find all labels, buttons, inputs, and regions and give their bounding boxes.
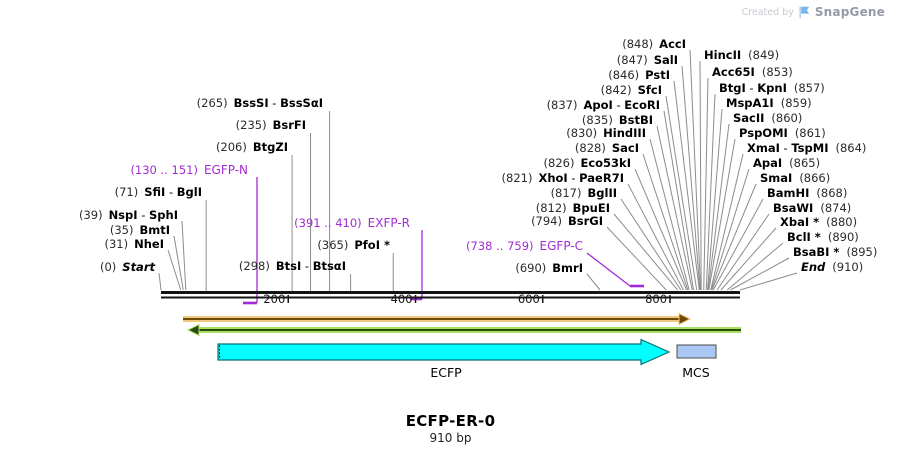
snapgene-logo-icon [799,6,810,18]
mcs-feature-label: MCS [682,365,710,380]
sequence-line-top [161,291,740,294]
site-leader-line [627,183,684,291]
restriction-site-label: (71)SfiI - BglI [114,185,202,199]
restriction-site-label: (31)NheI [104,237,165,251]
restriction-site-label: Acc65I(853) [712,65,793,79]
site-leader-line [613,213,679,291]
site-leader-line [710,168,750,291]
site-leader-line [665,95,698,291]
site-leader-line [708,138,736,291]
site-leader-line [707,123,730,291]
site-leader-line [642,153,689,291]
site-leader-line [649,138,690,291]
restriction-site-label: (817)BglII [550,186,617,200]
restriction-site-label: BtgI - KpnI(857) [719,81,825,95]
restriction-site-label: (206)BtgZI [215,140,288,154]
site-leader-line [681,65,701,291]
snapgene-watermark: Created by SnapGene [742,5,885,19]
restriction-site-label: ApaI(865) [753,156,821,170]
restriction-site-label: HincII(849) [704,48,780,62]
site-leader-line [586,273,601,291]
site-leader-line [606,226,667,291]
ecfp-feature-label: ECFP [430,365,462,380]
site-leader-line [634,168,688,291]
primer-label: (130 .. 151)EGFP-N [130,163,248,177]
orf-arrow-reverse-head [186,323,200,337]
site-leader-line [181,220,187,291]
watermark-brand: SnapGene [814,5,885,19]
restriction-site-label: (835)BstBI [581,113,653,127]
site-leader-line [705,93,716,291]
restriction-site-label: (837)ApoI - EcoRI [546,98,660,112]
tick-label: 600 [517,292,540,306]
site-leader-line [673,80,700,291]
restriction-site-label: (842)SfcI [600,83,662,97]
site-leader-line [663,110,695,291]
site-leader-line [716,213,770,291]
site-leader-line [730,257,790,291]
restriction-site-label: XbaI *(880) [780,215,858,229]
restriction-site-label: (0)Start [99,260,155,274]
tick-label: 400 [390,292,413,306]
site-leader-line [158,272,162,291]
restriction-site-label: (812)BpuEI [535,201,610,215]
restriction-site-label: (35)BmtI [109,223,170,237]
primer-label: (738 .. 759)EGFP-C [466,239,583,253]
restriction-site-label: (265)BssSI - BssSαI [196,96,323,110]
restriction-site-label: (690)BmrI [515,261,583,275]
restriction-site-label: (794)BsrGI [531,214,603,228]
site-leader-line [620,198,682,291]
restriction-site-label: SmaI(866) [760,171,831,185]
restriction-site-label: BsaWI(874) [773,201,852,215]
site-leader-line [710,153,744,291]
site-leader-line [689,49,702,291]
site-leader-line [707,108,723,291]
site-leader-line [173,235,184,291]
restriction-site-label: (826)Eco53kI [543,156,631,170]
site-leader-line [712,198,764,291]
restriction-site-label: MspA1I(859) [726,96,812,110]
restriction-site-label: SacII(860) [733,111,803,125]
primer-label: (391 .. 410)EXFP-R [294,216,410,230]
site-leader-line [720,227,777,291]
site-leader-line [167,249,182,291]
restriction-site-label: (821)XhoI - PaeR7I [501,171,624,185]
ecfp-arrow [217,338,671,366]
restriction-site-label: (828)SacI [574,141,639,155]
restriction-site-label: (848)AccI [622,37,686,51]
tick-label: 200 [263,292,286,306]
restriction-site-label: XmaI - TspMI(864) [747,141,867,155]
tick-label: 800 [645,292,668,306]
site-leader-line [739,272,798,291]
restriction-site-label: (235)BsrFI [235,118,306,132]
plasmid-title: ECFP-ER-0 [405,412,496,430]
site-leader-line [699,60,702,291]
orf-arrow-forward-head [678,312,692,326]
primer-leader-line [586,252,631,287]
plasmid-length: 910 bp [429,431,472,445]
site-leader-line [726,242,784,291]
mcs-box [676,344,717,359]
restriction-site-label: (830)HindIII [566,126,646,140]
restriction-site-label: (846)PstI [608,68,670,82]
restriction-site-label: End(910) [801,260,864,274]
sequence-line-bottom [161,296,740,299]
restriction-site-label: (39)NspI - SphI [78,208,178,222]
site-leader-line [703,77,709,291]
restriction-site-label: BamHI(868) [767,186,848,200]
watermark-prefix: Created by [741,6,794,18]
restriction-site-label: BclI *(890) [787,230,859,244]
restriction-site-label: BsaBI *(895) [793,245,878,259]
site-leader-line [656,125,693,291]
restriction-site-label: (847)SalI [616,53,678,67]
site-leader-line [711,183,757,291]
restriction-site-label: (365)PfoI * [317,238,390,252]
restriction-site-label: (298)BtsI - BtsαI [238,259,346,273]
restriction-site-label: PspOMI(861) [739,126,826,140]
